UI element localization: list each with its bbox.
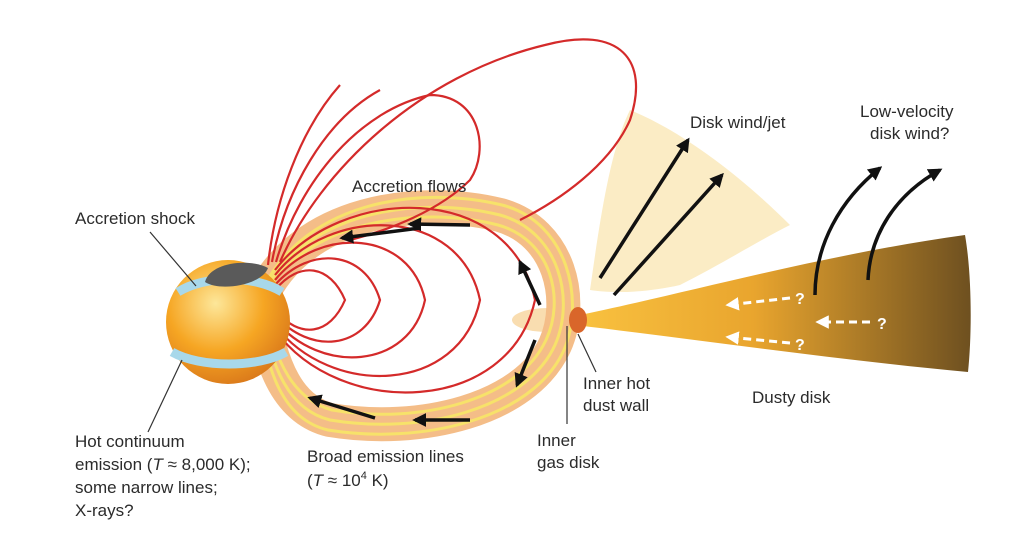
inner-hot-dust-wall [569,307,587,333]
hot-continuum-band [169,347,289,369]
label-hot-continuum-1: Hot continuum [75,432,185,451]
accretion-flows [242,190,581,442]
flow-arrows [307,217,542,427]
label-hot-continuum-2: emission (T ≈ 8,000 K); [75,455,251,474]
leader-lines [147,231,597,433]
protostar [166,260,290,384]
label-accretion-flows: Accretion flows [352,177,466,196]
label-hot-continuum-4: X-rays? [75,501,134,520]
dashed-inflow-arrows [725,296,870,345]
label-hot-continuum-3: some narrow lines; [75,478,218,497]
label-accretion-shock: Accretion shock [75,209,195,228]
label-inner-gas-1: Inner [537,431,576,450]
label-disk-wind-jet: Disk wind/jet [690,113,786,132]
label-inner-gas-2: gas disk [537,453,600,472]
question-mark-2: ? [877,316,887,333]
hot-spot [205,262,268,287]
wind-arrows [598,137,943,297]
dusty-disk [575,235,971,372]
label-low-velocity-2: disk wind? [870,124,949,143]
question-mark-3: ? [795,337,805,354]
label-dusty-disk: Dusty disk [752,388,831,407]
disk-wind-cone [590,110,790,293]
label-broad-emission-1: Broad emission lines [307,447,464,466]
label-broad-emission-2: (T ≈ 104 K) [307,470,389,490]
label-inner-hot-1: Inner hot [583,374,650,393]
question-mark-1: ? [795,291,805,308]
label-inner-hot-2: dust wall [583,396,649,415]
label-low-velocity-1: Low-velocity [860,102,954,121]
